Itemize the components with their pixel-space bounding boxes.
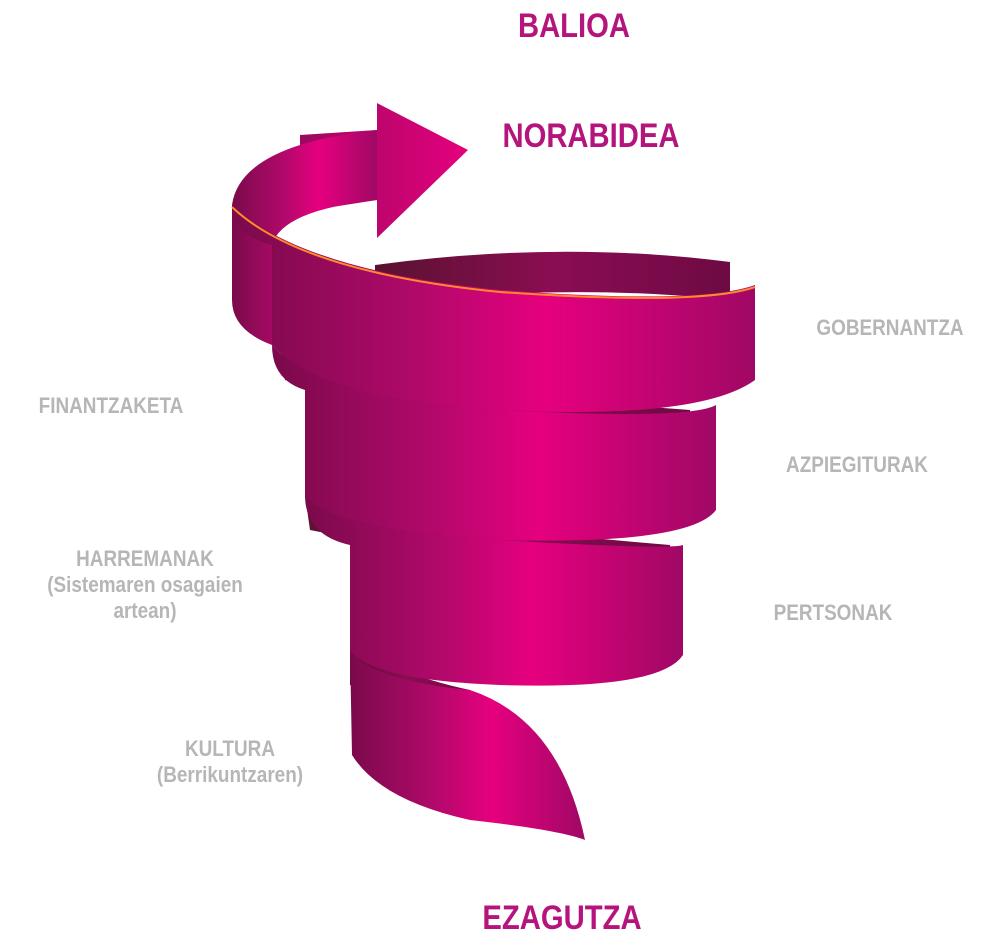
label-harremanak-line3: artean) [113, 597, 177, 623]
label-kultura-line2: (Berrikuntzaren) [156, 761, 304, 787]
label-gobernantza: GOBERNANTZA [816, 315, 964, 340]
label-norabidea: NORABIDEA [502, 117, 680, 155]
label-harremanak: HARREMANAK (Sistemaren osagaien artean) [29, 546, 261, 624]
ribbon-top-band [232, 130, 377, 345]
label-balioa: BALIOA [517, 7, 631, 45]
ribbon-edge-highlight [231, 206, 756, 299]
ribbon-tail [350, 650, 585, 840]
label-kultura-line1: KULTURA [184, 736, 276, 761]
label-ezagutza: EZAGUTZA [482, 899, 642, 937]
ribbon-front-band-2 [272, 345, 716, 541]
label-harremanak-line2: (Sistemaren osagaien [47, 571, 243, 597]
label-harremanak-line1: HARREMANAK [76, 546, 214, 571]
ribbon-front-band-3 [305, 495, 683, 686]
ribbon-front-band-1 [232, 205, 755, 412]
label-azpiegiturak: AZPIEGITURAK [786, 452, 928, 477]
label-finantzaketa: FINANTZAKETA [38, 393, 184, 418]
label-kultura: KULTURA (Berrikuntzaren) [135, 736, 324, 788]
label-pertsonak: PERTSONAK [773, 600, 893, 625]
